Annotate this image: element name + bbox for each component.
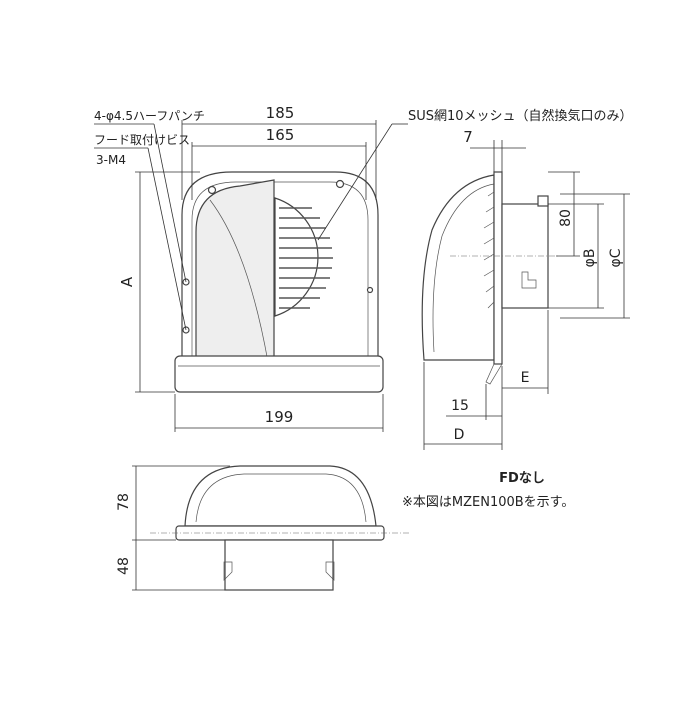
- side-dimensions: 7 80 φB φC E 15 D: [423, 128, 630, 450]
- screw-hole-1: [207, 185, 217, 195]
- dim-165: 165: [266, 126, 295, 144]
- bottom-dimensions: 78 48: [116, 465, 230, 591]
- side-flange: [493, 171, 503, 365]
- cutaway-curve: [209, 199, 269, 363]
- screw-hole-5: [366, 286, 374, 294]
- dim-d: D: [454, 427, 465, 443]
- hood-cutaway: [195, 179, 275, 363]
- mesh-grille: [279, 207, 333, 309]
- dim-7: 7: [463, 128, 473, 146]
- note-figure: ※本図はMZEN100Bを示す。: [402, 495, 574, 510]
- dim-48: 48: [116, 557, 132, 575]
- dim-78: 78: [116, 493, 132, 511]
- front-dimensions: 185 165 A 199: [118, 104, 384, 432]
- front-view: [174, 171, 384, 393]
- base-plate: [174, 355, 384, 393]
- label-mesh-note: SUS網10メッシュ（自然換気口のみ）: [408, 108, 633, 124]
- dim-185: 185: [266, 104, 295, 122]
- leader-labels: 4-φ4.5ハーフパンチ フード取付けビス 3-M4 SUS網10メッシュ（自然…: [94, 108, 633, 331]
- dim-phi-b: φB: [582, 249, 598, 268]
- dim-80: 80: [558, 209, 574, 227]
- duct-tab-top: [537, 195, 549, 207]
- dim-phi-c: φC: [608, 248, 624, 267]
- bottom-view: [150, 465, 410, 591]
- dim-a: A: [118, 276, 136, 287]
- dim-15: 15: [451, 398, 469, 414]
- label-half-punch: 4-φ4.5ハーフパンチ: [94, 109, 205, 123]
- note-fd-none: FDなし: [499, 471, 545, 486]
- bottom-hood: [184, 465, 377, 527]
- label-screw-spec: 3-M4: [96, 153, 126, 167]
- side-view: [421, 171, 560, 385]
- hood-inner-edge: [191, 181, 369, 360]
- bottom-clip-left: [223, 561, 233, 581]
- label-hood-screw: フード取付けビス: [94, 133, 190, 147]
- screw-hole-2: [335, 179, 345, 189]
- side-hood: [421, 174, 495, 361]
- bottom-duct: [224, 539, 334, 591]
- side-louver-ticks: [483, 191, 495, 309]
- bottom-clip-right: [325, 561, 335, 581]
- side-drip: [485, 363, 503, 385]
- dim-199: 199: [265, 408, 294, 426]
- duct-clip: [521, 271, 537, 289]
- dim-e: E: [521, 370, 530, 386]
